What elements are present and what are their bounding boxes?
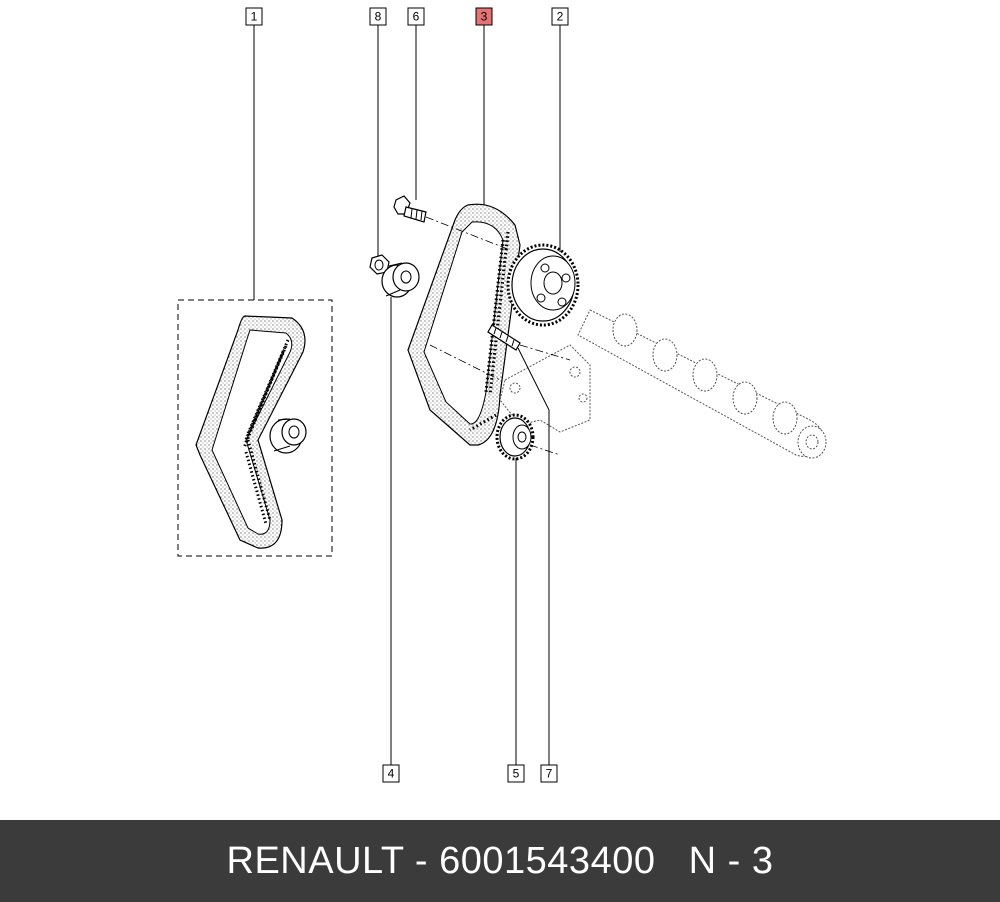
callout-3-label: 3 bbox=[481, 10, 488, 24]
callout-5[interactable]: 5 bbox=[507, 764, 525, 783]
engine-bracket-ghost bbox=[499, 344, 591, 433]
callout-1[interactable]: 1 bbox=[245, 7, 263, 26]
tensioner-roller bbox=[381, 262, 420, 298]
callout-1-label: 1 bbox=[251, 10, 258, 24]
kit-tensioner-roller bbox=[269, 418, 307, 454]
callout-6-label: 6 bbox=[413, 10, 420, 24]
leader-lines bbox=[253, 25, 561, 765]
kit-dashed-frame bbox=[177, 299, 333, 557]
main-belt-teeth bbox=[469, 231, 510, 432]
nut bbox=[369, 254, 390, 275]
main-belt-inner bbox=[423, 221, 504, 425]
part-number-text: RENAULT - 6001543400 N - 3 bbox=[226, 839, 774, 882]
callout-4[interactable]: 4 bbox=[382, 764, 400, 783]
callout-2-label: 2 bbox=[557, 10, 564, 24]
kit-belt-teeth bbox=[242, 339, 290, 525]
callout-8-label: 8 bbox=[375, 10, 382, 24]
callout-2[interactable]: 2 bbox=[551, 7, 569, 26]
callout-7[interactable]: 7 bbox=[540, 764, 558, 783]
alignment-lines bbox=[425, 216, 571, 456]
main-timing-belt bbox=[407, 203, 521, 446]
camshaft-sprocket bbox=[506, 243, 580, 327]
callout-3[interactable]: 3 bbox=[475, 7, 493, 26]
crankshaft-sprocket bbox=[495, 413, 535, 461]
bolt bbox=[393, 195, 427, 223]
part-number-footer: RENAULT - 6001543400 N - 3 bbox=[0, 820, 1000, 902]
callout-4-label: 4 bbox=[388, 767, 395, 781]
callout-6[interactable]: 6 bbox=[407, 7, 425, 26]
callout-7-label: 7 bbox=[546, 767, 553, 781]
timing-belt-exploded-diagram: 1 8 6 3 2 4 5 7 bbox=[177, 7, 827, 783]
callout-8[interactable]: 8 bbox=[369, 7, 387, 26]
timing-kit-group bbox=[177, 299, 333, 557]
callout-3-highlight-box bbox=[475, 7, 493, 26]
camshaft-ghost bbox=[577, 309, 827, 459]
stud bbox=[487, 324, 521, 351]
callout-5-label: 5 bbox=[513, 767, 520, 781]
